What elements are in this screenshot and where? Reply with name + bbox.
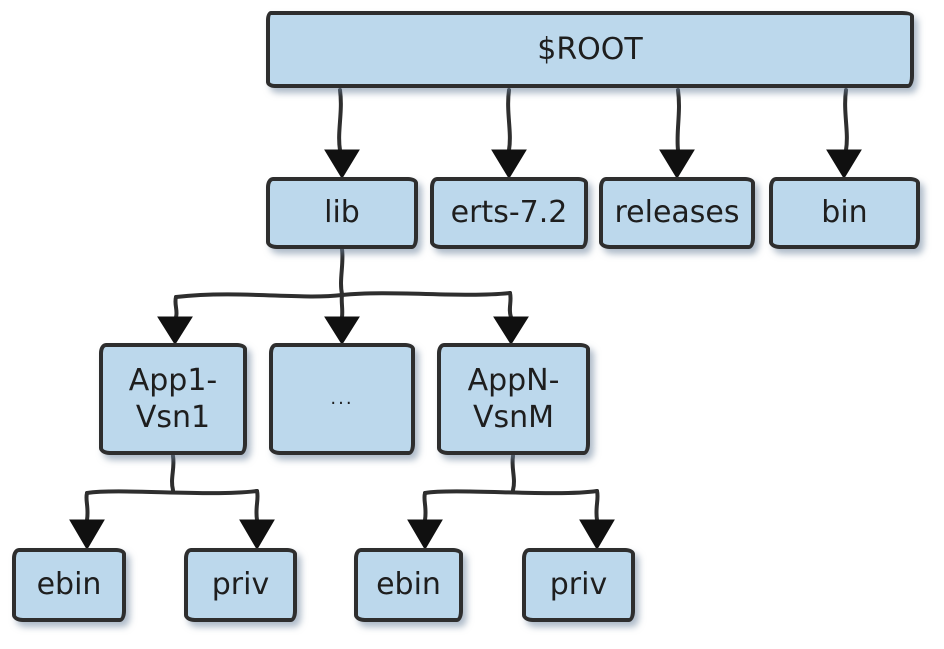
edge-appn-stem [510, 454, 516, 492]
node-label: ... [330, 387, 354, 409]
node-label-line1: AppN- [467, 362, 560, 398]
edges-appn-children [407, 454, 615, 550]
arrowhead-appn-icon [493, 316, 529, 345]
edge-root-bin [843, 88, 849, 152]
node-ebin-right: ebin [354, 548, 463, 622]
edge-root-releases [675, 88, 681, 152]
node-ebin-left: ebin [12, 548, 126, 622]
edges-app1-children [69, 454, 275, 550]
node-erts: erts-7.2 [430, 177, 588, 249]
edge-drop-ebin2 [422, 491, 428, 522]
arrowhead-app1-icon [157, 316, 193, 345]
edge-drop-app1 [173, 295, 179, 319]
node-label: releases [614, 195, 740, 231]
arrowhead-erts-icon [491, 149, 527, 179]
node-label: $ROOT [537, 31, 643, 67]
arrowhead-priv1-icon [239, 519, 275, 550]
edges-root-level [324, 88, 862, 179]
edge-root-lib [337, 88, 343, 152]
node-app1-vsn1: App1- Vsn1 [99, 343, 247, 455]
node-releases: releases [599, 177, 755, 249]
arrowhead-ebin2-icon [407, 519, 443, 550]
node-label: lib [324, 195, 360, 231]
node-lib: lib [266, 177, 418, 249]
node-bin: bin [769, 177, 920, 249]
arrowhead-lib-icon [324, 149, 360, 179]
edge-drop-priv1 [254, 489, 260, 522]
edge-app1-crossbar [85, 489, 259, 496]
edge-root-erts [506, 88, 512, 152]
node-label-line1: App1- [128, 362, 218, 398]
node-root: $ROOT [266, 11, 914, 88]
edge-drop-ebin1 [84, 491, 90, 522]
node-label-line2: VsnM [472, 400, 555, 435]
node-label: priv [549, 567, 608, 603]
arrowhead-ebin1-icon [69, 519, 105, 550]
edge-app1-stem [170, 454, 176, 492]
node-ellipsis: ... [269, 343, 415, 455]
edge-appn-crossbar [423, 489, 599, 496]
node-priv-right: priv [522, 548, 635, 622]
node-label: bin [821, 195, 868, 231]
node-label: erts-7.2 [450, 195, 568, 231]
edge-lib-stem [339, 247, 345, 296]
edges-lib-children [157, 247, 529, 345]
arrowhead-ellipsis-icon [324, 316, 360, 345]
node-label: ebin [36, 567, 102, 603]
node-priv-left: priv [184, 548, 297, 622]
edge-drop-ellipsis [339, 293, 345, 319]
node-label-line2: Vsn1 [135, 400, 211, 435]
node-label: priv [211, 567, 270, 603]
arrowhead-priv2-icon [579, 519, 615, 550]
arrowhead-releases-icon [659, 149, 695, 179]
edge-drop-appn [507, 291, 513, 319]
node-appn-vsnm: AppN- VsnM [437, 343, 590, 455]
arrowhead-bin-icon [826, 149, 862, 179]
node-label: ebin [376, 567, 441, 603]
edge-drop-priv2 [594, 489, 600, 522]
